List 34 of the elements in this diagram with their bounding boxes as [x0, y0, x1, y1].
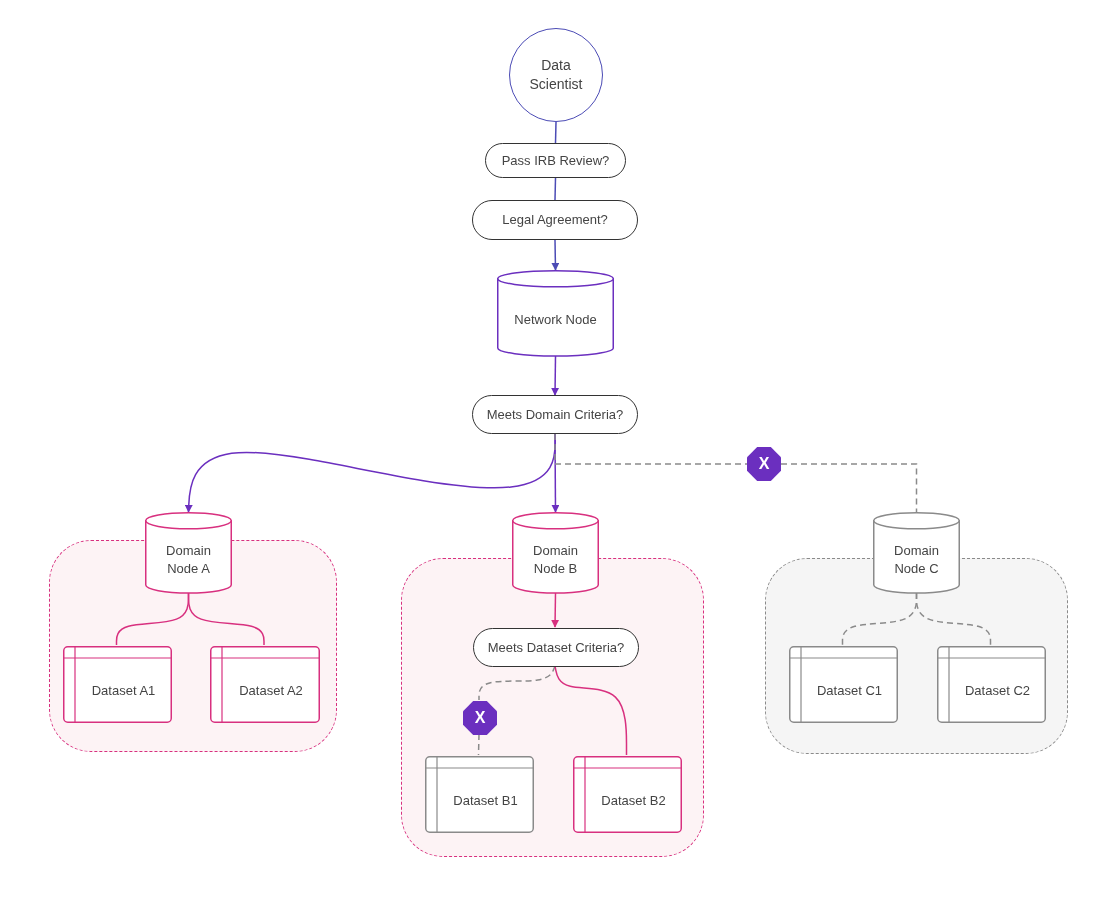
decision-pill: [485, 143, 626, 178]
group-area: [49, 540, 337, 752]
node-label: Dataset B1: [453, 791, 518, 810]
connector-line: [554, 177, 557, 201]
group-area: [765, 558, 1068, 754]
node-label: Meets Dataset Criteria?: [487, 638, 625, 657]
arrow: [551, 592, 560, 628]
connector-line: [477, 733, 480, 756]
node-label: Network Node: [514, 311, 597, 329]
connector-line: [554, 665, 628, 756]
node-label: Data Scientist: [528, 56, 584, 94]
connector-line: [554, 433, 748, 465]
node-label: Dataset A1: [91, 681, 156, 700]
node-label: Domain Node C: [893, 541, 940, 578]
node-label: Pass IRB Review?: [501, 151, 610, 170]
node-label: Meets Domain Criteria?: [486, 405, 624, 424]
node-label: Dataset A2: [239, 681, 303, 700]
node-label: Dataset B2: [601, 791, 666, 810]
decision-pill: [472, 395, 638, 434]
node-label: Domain Node B: [532, 541, 579, 578]
arrow: [551, 239, 560, 271]
node-label: Dataset C2: [964, 681, 1030, 700]
decision-pill: [473, 628, 639, 667]
connector-line: [780, 463, 918, 513]
group-area: [401, 558, 704, 857]
node-label: Legal Agreement?: [502, 211, 608, 229]
node-label: Dataset C1: [816, 681, 882, 700]
arrow: [551, 355, 560, 396]
connector-line: [915, 592, 992, 646]
connector-line: [478, 665, 556, 701]
connector-line: [554, 121, 557, 144]
decision-pill: [472, 200, 638, 240]
connector-line: [187, 592, 265, 646]
node-label: Domain Node A: [165, 541, 212, 578]
